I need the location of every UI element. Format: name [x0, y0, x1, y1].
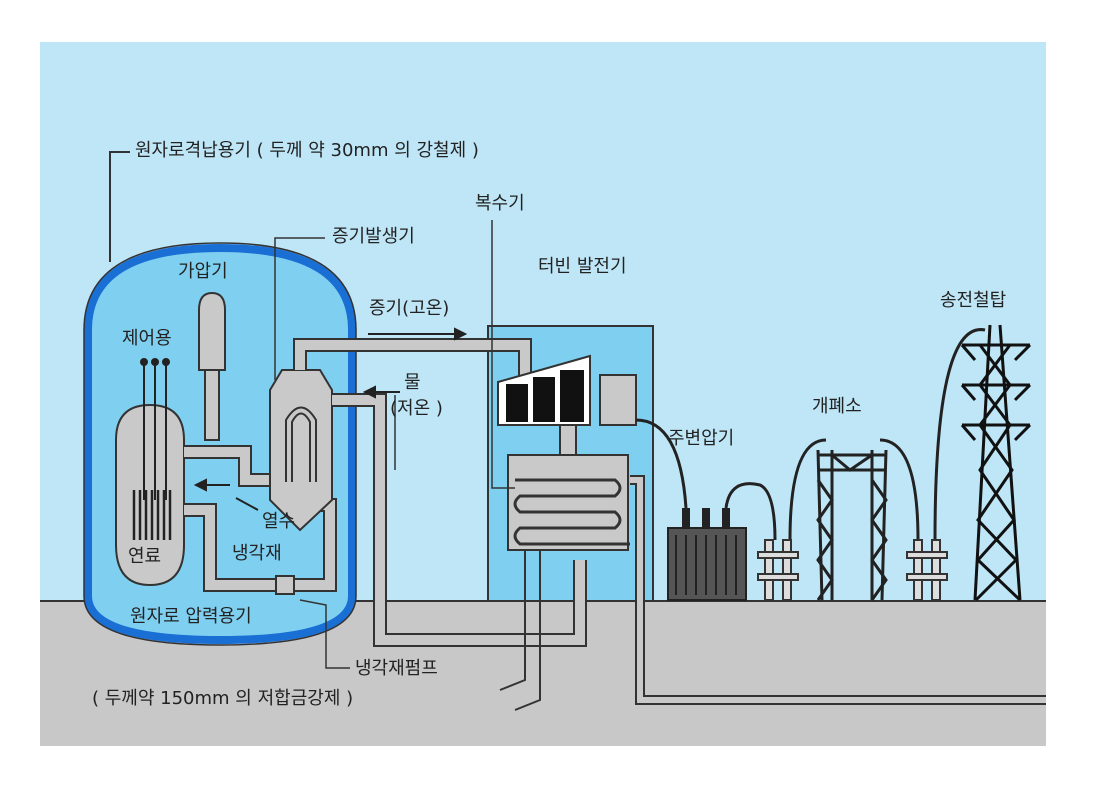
main-transformer-label: 주변압기	[668, 428, 735, 449]
condenser-label: 복수기	[475, 193, 525, 214]
steam-generator-leader	[274, 237, 325, 380]
switchyard-label: 개폐소	[812, 396, 862, 417]
control-rod-label: 제어용	[122, 328, 172, 349]
containment-label: 원자로격납용기 ( 두께 약 30mm 의 강철제 )	[135, 140, 479, 161]
turbine-condenser-link	[559, 424, 577, 456]
fuel-rods	[132, 490, 172, 540]
containment-vessel-outline	[83, 242, 357, 646]
flow-arrows	[193, 327, 468, 511]
water-label: 물	[404, 372, 421, 393]
steam-line-inner	[295, 340, 530, 380]
vessel-thickness-label: ( 두께약 150mm 의 저합금강제 )	[92, 688, 354, 709]
steam-hot-label: 증기(고온)	[369, 298, 450, 319]
switchyard-frame	[816, 449, 888, 601]
primary-cold-leg-inner	[184, 500, 335, 590]
steam-generator-tubes	[285, 406, 317, 482]
pump-leader	[299, 599, 350, 669]
pressurizer	[198, 291, 226, 371]
feedwater-line-inner	[332, 395, 585, 645]
pressurizer-stem	[204, 369, 220, 441]
hot-coolant-label-1: 열수	[262, 511, 296, 532]
control-rods	[140, 358, 170, 500]
power-cables	[635, 328, 986, 541]
steam-generator-label: 증기발생기	[332, 226, 415, 247]
reactor-vessel-label: 원자로 압력용기	[130, 606, 252, 627]
steam-generator	[269, 369, 333, 532]
condenser-coils	[513, 478, 630, 546]
turbine-blades	[506, 370, 584, 422]
transmission-tower	[960, 324, 1032, 602]
coolant-pump	[275, 575, 295, 595]
transmission-tower-label: 송전철탑	[940, 290, 1007, 311]
hot-coolant-label-2: 냉각재	[232, 543, 282, 564]
condenser-leader	[491, 220, 515, 489]
water-low-temp-label: (저온 )	[390, 398, 443, 419]
generator	[599, 374, 637, 426]
insulator-2	[906, 539, 948, 601]
transformer-fins	[675, 535, 737, 595]
condenser-outlet	[499, 550, 526, 691]
insulator-1	[757, 539, 799, 601]
turbine-generator-label: 터빈 발전기	[538, 256, 627, 277]
primary-hot-leg-inner	[184, 447, 275, 485]
pressurizer-label: 가압기	[178, 261, 228, 282]
condenser-outlet-2	[514, 550, 541, 711]
fuel-label: 연료	[128, 546, 162, 567]
condenser	[507, 454, 629, 551]
coolant-pump-label: 냉각재펌프	[355, 658, 438, 679]
cooling-water-line-inner	[630, 477, 1046, 703]
transformer-bushings	[682, 508, 730, 528]
containment-leader	[109, 151, 130, 262]
